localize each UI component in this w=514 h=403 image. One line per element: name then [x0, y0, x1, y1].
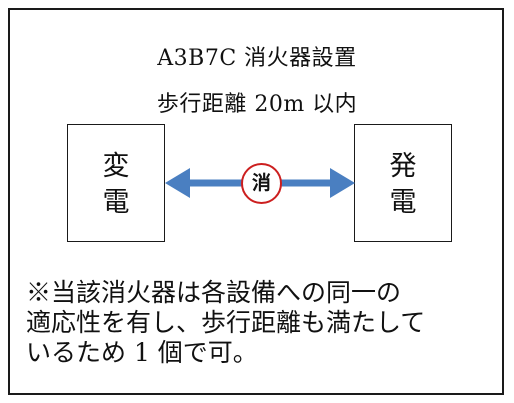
substation-box: 変 電	[67, 124, 165, 242]
title-line-1: A3B7C 消火器設置	[157, 46, 357, 71]
extinguisher-symbol: 消	[241, 163, 282, 204]
substation-label-char-2: 電	[102, 187, 130, 218]
generator-box: 発 電	[354, 124, 452, 242]
arrow-head-right	[330, 168, 355, 198]
title-line-2: 歩行距離 20m 以内	[156, 92, 358, 117]
note-line-2: 適応性を有し、歩行距離も満たして	[26, 308, 426, 337]
arrow-head-left	[165, 168, 190, 198]
substation-label-char-1: 変	[102, 151, 130, 182]
generator-label-char-1: 発	[389, 151, 417, 182]
generator-label-char-2: 電	[389, 187, 417, 218]
note-line-3: いるため 1 個で可。	[26, 338, 258, 367]
note-line-1: ※当該消火器は各設備への同一の	[26, 278, 402, 307]
note-text: ※当該消火器は各設備への同一の 適応性を有し、歩行距離も満たして いるため 1 …	[26, 278, 496, 368]
